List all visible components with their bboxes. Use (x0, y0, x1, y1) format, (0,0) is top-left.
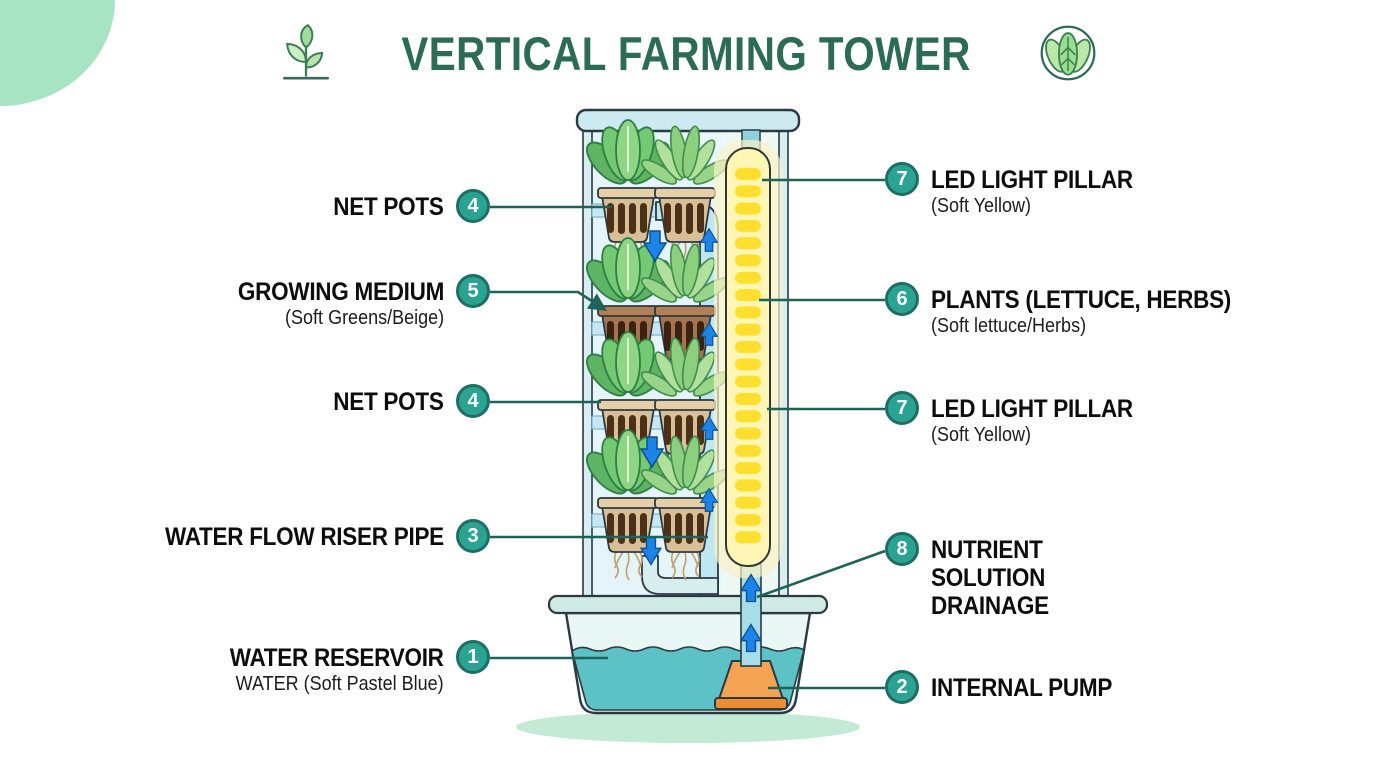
callout-water-flow-riser-pipe: WATER FLOW RISER PIPE 3 (134, 519, 490, 553)
callout-water-reservoir: WATER RESERVOIR WATER (Soft Pastel Blue)… (206, 640, 490, 697)
number-badge: 2 (885, 670, 919, 704)
number-badge: 6 (885, 282, 919, 316)
callout-title: WATER FLOW RISER PIPE (165, 523, 444, 551)
callout-plants: 6 PLANTS (LETTUCE, HERBS) (Soft lettuce/… (885, 282, 1264, 339)
reservoir-rim (547, 594, 829, 615)
number-badge: 5 (456, 274, 490, 308)
callout-title: NET POTS (333, 193, 445, 221)
page-header: VERTICAL FARMING TOWER (0, 20, 1376, 86)
callout-title: GROWING MEDIUM (237, 278, 444, 306)
callout-subtitle: (Soft Greens/Beige) (284, 307, 444, 329)
number-badge: 4 (456, 189, 490, 223)
number-badge: 7 (885, 391, 919, 425)
callout-internal-pump: 2 INTERNAL PUMP (885, 670, 1132, 704)
leader-line (490, 290, 608, 311)
leader-lines (490, 178, 886, 690)
callout-title: PLANTS (LETTUCE, HERBS) (931, 286, 1232, 314)
drainage-pipe (641, 555, 719, 595)
corner-decoration (0, 0, 115, 106)
callout-title: LED LIGHT PILLAR (931, 166, 1133, 194)
page-title: VERTICAL FARMING TOWER (401, 26, 971, 80)
led-light-pillar (714, 129, 782, 578)
callout-subtitle: (Soft lettuce/Herbs) (931, 315, 1087, 337)
callout-subtitle: (Soft Yellow) (931, 424, 1032, 446)
callout-title: WATER RESERVOIR (230, 644, 444, 672)
callout-led-light-pillar-top: 7 LED LIGHT PILLAR (Soft Yellow) (885, 162, 1155, 219)
callout-net-pots-top: NET POTS 4 (321, 189, 490, 223)
callout-title: NUTRIENT SOLUTION DRAINAGE (931, 536, 1049, 620)
callout-nutrient-solution-drainage: 8 NUTRIENT SOLUTION DRAINAGE (885, 532, 1166, 620)
callout-title: NET POTS (333, 388, 445, 416)
lettuce-icon (1040, 25, 1096, 81)
leader-line (756, 549, 886, 599)
callout-subtitle: WATER (Soft Pastel Blue) (235, 673, 444, 695)
number-badge: 3 (456, 519, 490, 553)
callout-subtitle: (Soft Yellow) (931, 195, 1032, 217)
callout-net-pots-middle: NET POTS 4 (321, 384, 490, 418)
ground-shadow (516, 711, 860, 743)
number-badge: 4 (456, 384, 490, 418)
number-badge: 8 (885, 532, 919, 566)
callout-title: LED LIGHT PILLAR (931, 395, 1133, 423)
seedling-icon (283, 23, 329, 80)
number-badge: 1 (456, 640, 490, 674)
callout-title: INTERNAL PUMP (931, 674, 1113, 702)
number-badge: 7 (885, 162, 919, 196)
callout-led-light-pillar-bottom: 7 LED LIGHT PILLAR (Soft Yellow) (885, 391, 1155, 448)
callout-growing-medium: GROWING MEDIUM (Soft Greens/Beige) 5 (215, 274, 490, 331)
